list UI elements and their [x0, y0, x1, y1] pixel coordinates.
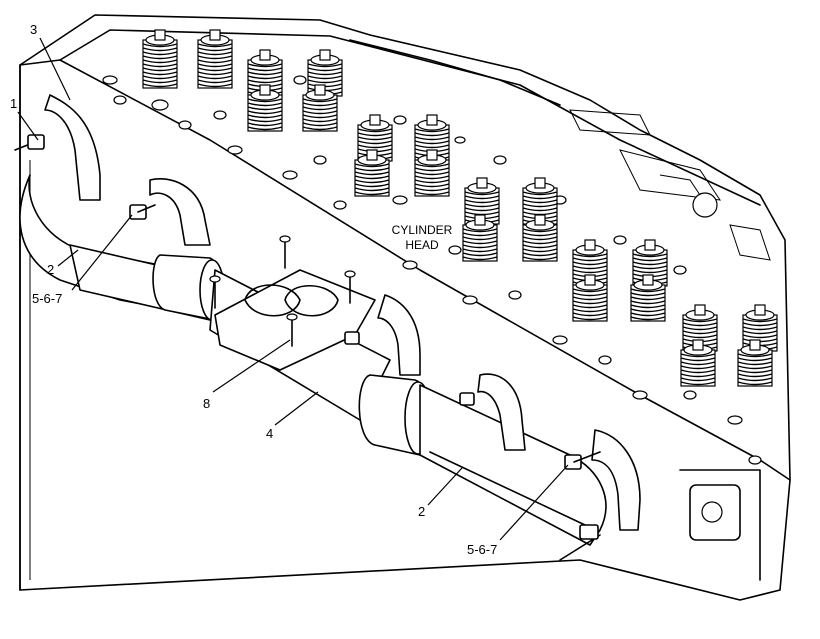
- cylinder-head-label-line1: CYLINDER: [392, 223, 453, 237]
- leader-567b: [499, 464, 569, 541]
- valve-spring: [197, 29, 233, 89]
- callouts: 3 1 2 5-6-7 8 4 2 5-6-7: [10, 22, 497, 557]
- cylinder-head-label-line2: HEAD: [405, 238, 439, 252]
- leader-567a: [71, 214, 133, 291]
- leader-1: [17, 111, 39, 141]
- callout-2a: 2: [47, 262, 54, 277]
- leader-2b: [427, 467, 463, 506]
- valve-spring: [462, 214, 498, 262]
- valve-spring: [247, 84, 283, 132]
- valve-springs: [142, 29, 778, 387]
- valve-spring: [572, 274, 608, 322]
- leader-4: [274, 391, 319, 426]
- valve-spring: [572, 239, 608, 287]
- leader-2a: [57, 249, 79, 267]
- callout-567b: 5-6-7: [467, 542, 497, 557]
- valve-spring: [414, 149, 450, 197]
- valve-spring: [737, 339, 773, 387]
- callout-8: 8: [203, 396, 210, 411]
- valve-spring: [682, 304, 718, 352]
- head-bolt-holes: [102, 75, 762, 465]
- valve-spring: [630, 274, 666, 322]
- leader-8: [212, 339, 291, 393]
- valve-spring: [302, 84, 338, 132]
- callout-2b: 2: [418, 504, 425, 519]
- callout-3: 3: [30, 22, 37, 37]
- callout-1: 1: [10, 96, 17, 111]
- callout-leaders: [17, 37, 569, 541]
- callout-567a: 5-6-7: [32, 291, 62, 306]
- valve-spring: [142, 29, 178, 89]
- valve-spring: [247, 49, 283, 97]
- valve-spring: [680, 339, 716, 387]
- exhaust-manifold: [19, 94, 641, 561]
- fasteners: [14, 134, 601, 470]
- callout-4: 4: [266, 426, 273, 441]
- cylinder-head-label: CYLINDER HEAD: [392, 223, 453, 252]
- valve-spring: [522, 214, 558, 262]
- leader-3: [39, 37, 71, 101]
- valve-spring: [354, 149, 390, 197]
